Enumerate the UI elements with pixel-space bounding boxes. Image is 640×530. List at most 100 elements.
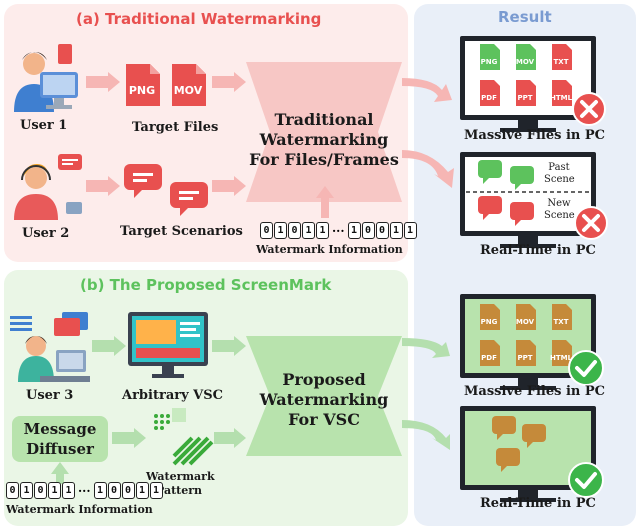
arrow-diffuser-pattern xyxy=(112,428,146,448)
target-scenarios-label: Target Scenarios xyxy=(120,224,243,239)
arbitrary-vsc-label: Arbitrary VSC xyxy=(122,388,223,403)
user3-label: User 3 xyxy=(26,388,74,403)
bottom-badge-txt: TXT xyxy=(553,318,569,326)
message-diffuser-line1: Message xyxy=(23,420,97,438)
bit: 1 xyxy=(302,222,315,239)
mov-file-icon xyxy=(172,64,206,106)
vsc-monitor-icon xyxy=(128,312,208,378)
bits-ellipsis: ··· xyxy=(78,483,91,498)
png-badge: PNG xyxy=(128,84,156,97)
traditional-center-line3: For Files/Frames xyxy=(249,150,399,169)
past-scene-chat-icons xyxy=(478,160,534,190)
bottom-badge-pdf: PDF xyxy=(481,354,497,362)
fail-x-icon xyxy=(574,206,608,240)
bit: 1 xyxy=(316,222,329,239)
proposed-watermark-block xyxy=(246,336,402,456)
bottom-watermark-bits: 0 1 0 1 1 ··· 1 0 0 1 1 xyxy=(6,482,163,499)
bit: 1 xyxy=(403,222,417,239)
result-badge-pdf: PDF xyxy=(481,94,497,102)
target-files-label: Target Files xyxy=(132,120,219,135)
arrow-proposed-result2 xyxy=(402,420,450,450)
bit: 0 xyxy=(34,482,47,499)
protected-chat-icons xyxy=(492,416,546,472)
result-title: Result xyxy=(498,8,552,26)
protected-file-icons xyxy=(480,304,572,366)
user1-icon xyxy=(14,44,78,112)
bit: 1 xyxy=(93,482,107,499)
success-check-icon xyxy=(568,462,604,498)
fail-x-icon xyxy=(572,92,606,126)
result-badge-png: PNG xyxy=(480,58,498,66)
proposed-center-line1: Proposed xyxy=(282,370,366,389)
bit: 0 xyxy=(121,482,135,499)
bit: 1 xyxy=(274,222,287,239)
past-scene-label-2: Scene xyxy=(544,174,575,185)
arrow-proposed-result1 xyxy=(402,338,450,358)
arrow-funnel-result2 xyxy=(402,150,454,188)
bit: 1 xyxy=(149,482,163,499)
success-check-icon xyxy=(568,350,604,386)
traditional-title: (a) Traditional Watermarking xyxy=(76,10,322,28)
bit: 0 xyxy=(107,482,121,499)
top-watermark-bits: 0 1 0 1 1 ··· 1 0 0 1 1 xyxy=(260,222,417,239)
bit: 1 xyxy=(62,482,75,499)
result-realtime-label-bottom: Real-Time in PC xyxy=(480,496,596,511)
bit: 0 xyxy=(288,222,301,239)
bit: 1 xyxy=(48,482,61,499)
user2-label: User 2 xyxy=(22,226,70,241)
result-badge-mov: MOV xyxy=(515,58,535,66)
chat-bubble-icon xyxy=(124,164,162,198)
bottom-watermark-info-label: Watermark Information xyxy=(6,503,153,516)
result-file-icons-top xyxy=(480,44,572,106)
arrow-vsc-funnel xyxy=(212,336,246,356)
bit: 0 xyxy=(375,222,389,239)
watermark-pattern-line2: Pattern xyxy=(155,484,203,497)
bottom-badge-ppt: PPT xyxy=(517,354,533,362)
proposed-center-line2: Watermarking xyxy=(259,390,389,409)
traditional-center-line1: Traditional xyxy=(274,110,374,129)
user3-icon xyxy=(10,312,90,382)
watermark-pattern-icon xyxy=(154,408,214,466)
png-file-icon xyxy=(126,64,160,106)
bottom-badge-mov: MOV xyxy=(515,318,535,326)
message-diffuser-line2: Diffuser xyxy=(26,440,94,458)
result-badge-txt: TXT xyxy=(553,58,569,66)
new-scene-label-1: New xyxy=(547,198,571,209)
arrow-funnel-result1 xyxy=(402,78,452,102)
result-realtime-label-top: Real-Time in PC xyxy=(480,243,596,258)
bit: 1 xyxy=(20,482,33,499)
watermark-pattern-line1: Watermark xyxy=(146,470,215,483)
new-scene-label-2: Scene xyxy=(544,210,575,221)
past-scene-label-1: Past xyxy=(548,162,570,173)
traditional-center-line2: Watermarking xyxy=(259,130,389,149)
result-massive-files-label-top: Massive Files in PC xyxy=(464,128,606,143)
result-badge-html: HTML xyxy=(550,94,573,102)
user1-label: User 1 xyxy=(20,118,68,133)
top-watermark-info-label: Watermark Information xyxy=(256,243,403,256)
bit: 1 xyxy=(135,482,149,499)
bit: 0 xyxy=(361,222,375,239)
arrow-bits-up xyxy=(316,186,334,218)
bottom-badge-html: HTML xyxy=(550,354,573,362)
bit: 0 xyxy=(6,482,19,499)
bottom-badge-png: PNG xyxy=(480,318,498,326)
bits-ellipsis: ··· xyxy=(332,223,345,238)
bit: 0 xyxy=(260,222,273,239)
traditional-watermark-block xyxy=(246,62,402,202)
mov-badge: MOV xyxy=(173,84,203,97)
proposed-title: (b) The Proposed ScreenMark xyxy=(80,276,332,294)
arrow-scenarios-funnel xyxy=(212,176,246,196)
bit: 1 xyxy=(347,222,361,239)
arrow-user1-files xyxy=(86,72,120,92)
message-diffuser-block xyxy=(12,416,108,462)
result-massive-files-label-bottom: Massive Files in PC xyxy=(464,384,606,399)
user2-icon xyxy=(14,154,82,220)
arrow-pattern-funnel xyxy=(214,428,246,448)
arrow-files-funnel xyxy=(212,72,246,92)
chat-bubble-icon xyxy=(170,182,208,216)
arrow-user2-scenarios xyxy=(86,176,120,196)
bit: 1 xyxy=(389,222,403,239)
result-badge-ppt: PPT xyxy=(517,94,533,102)
arrow-bits-diffuser xyxy=(51,462,69,484)
new-scene-chat-icons xyxy=(478,196,534,226)
